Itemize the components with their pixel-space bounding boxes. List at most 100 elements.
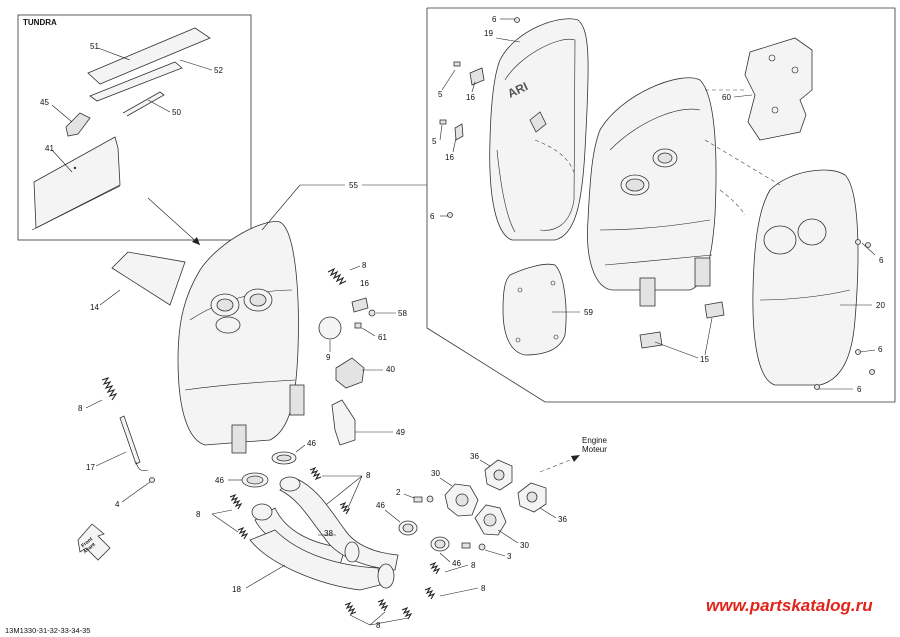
callout-36a: 36 [470,452,479,461]
mount-b [694,257,711,287]
callout-6c: 6 [879,256,884,265]
engine-direction-line1: Engine [582,436,607,445]
callout-16a: 16 [360,279,369,288]
watermark: www.partskatalog.ru [706,596,873,615]
callout-61: 61 [378,333,387,342]
cover-opening-b [797,218,827,246]
bolt-5b [439,119,447,125]
spring-8c3 [309,466,322,481]
callout-30b: 30 [520,541,529,550]
callout-51: 51 [90,42,99,51]
callout-40: 40 [386,365,395,374]
callout-15: 15 [700,355,709,364]
nut-3a [426,495,434,503]
callout-6b: 6 [430,212,435,221]
clip-16 [351,297,369,313]
spring-8a [327,267,347,286]
engine-direction-line2: Moteur [582,445,607,454]
callout-16b: 16 [466,93,475,102]
rubber-mount-15b [704,301,725,319]
callout-5a: 5 [438,90,443,99]
spring-8e2 [424,586,436,600]
callout-46a: 46 [307,439,316,448]
damper-40 [335,357,365,389]
grommet-9 [318,316,342,340]
callout-2: 2 [396,488,401,497]
nut-58 [368,309,376,317]
muffler-cover-20 [752,169,859,386]
bolt-5a [453,61,461,67]
clip-16a [469,67,485,86]
callout-8a: 8 [362,261,367,270]
screw-61 [354,322,362,329]
shell-bracket [529,111,547,133]
callout-8e: 8 [471,561,476,570]
stud-2a [413,496,423,503]
callout-18: 18 [232,585,241,594]
pipe-18 [249,529,381,591]
spring-8e1 [429,561,441,575]
bolt-6d [855,349,861,355]
callout-6a: 6 [492,15,497,24]
bolt-6c [855,239,861,245]
bolt-6b [447,212,453,218]
drawing-code: 13M1330-31-32-33-34-35 [5,626,90,635]
clip-16b [454,123,464,141]
callout-6e: 6 [857,385,862,394]
callout-17: 17 [86,463,95,472]
heat-pad-14 [111,251,186,306]
muffler-detail-inset: ARI [426,7,896,403]
bracket-45 [65,112,91,137]
callout-20: 20 [876,301,885,310]
spring-8b [101,376,118,401]
front-direction-arrow: Front Avant [77,523,111,561]
callout-55: 55 [349,181,358,190]
callout-50: 50 [172,108,181,117]
bracket-49 [331,399,356,446]
inset-frame [17,14,252,241]
tundra-inset: TUNDRA 51 52 45 50 41 [17,14,252,241]
bolt-4 [149,477,155,483]
callout-38: 38 [324,529,333,538]
callout-14: 14 [90,303,99,312]
callout-52: 52 [214,66,223,75]
bolt-6e [869,369,875,375]
heat-shield-60 [744,37,813,141]
callout-41: 41 [45,144,54,153]
callout-46c: 46 [376,501,385,510]
inset-title: TUNDRA [23,18,57,27]
gasket-59 [502,263,567,356]
callout-8g: 8 [376,621,381,630]
spring-8f3 [401,606,413,620]
callout-5b: 5 [432,137,437,146]
spring-8f2 [377,598,389,612]
stud-2b [461,542,471,549]
mount-a [639,277,656,307]
callout-36b: 36 [558,515,567,524]
cover-opening-a [763,225,797,255]
rubber-mount-15a [639,331,663,349]
pipe-38b [279,477,399,571]
strip-52 [89,61,183,102]
callout-4: 4 [115,500,120,509]
callout-46b: 46 [215,476,224,485]
callout-19: 19 [484,29,493,38]
callout-16c: 16 [445,153,454,162]
callout-59: 59 [584,308,593,317]
callout-8c: 8 [196,510,201,519]
callout-6d: 6 [878,345,883,354]
bolt-6a [514,17,520,23]
muffler-body [587,77,717,291]
rod-17 [119,415,141,465]
callout-49: 49 [396,428,405,437]
callout-45: 45 [40,98,49,107]
main-muffler-55 [177,221,305,454]
callout-60: 60 [722,93,731,102]
callout-9: 9 [326,353,331,362]
nut-3b [478,543,486,551]
callout-8d: 8 [366,471,371,480]
detail-frame [426,7,896,403]
callout-30a: 30 [431,469,440,478]
callout-8b: 8 [78,404,83,413]
